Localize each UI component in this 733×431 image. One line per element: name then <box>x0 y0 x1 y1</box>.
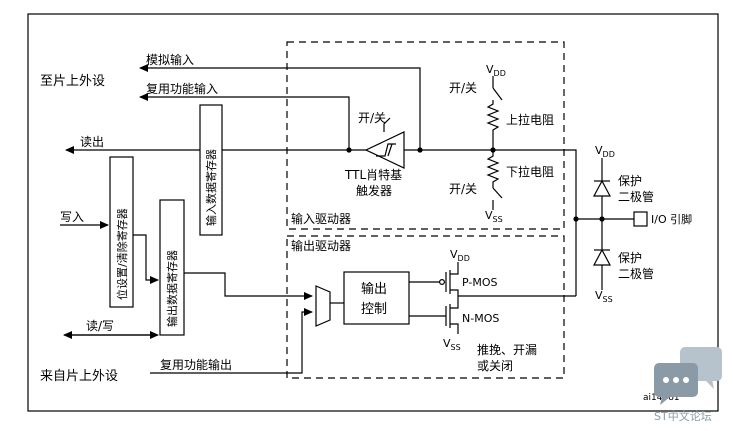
output-mux <box>315 285 331 327</box>
bsrr-register <box>109 156 134 308</box>
output-driver-box <box>286 235 565 379</box>
nmos-label: N-MOS <box>462 312 499 325</box>
nmos-drain <box>450 296 459 309</box>
pulldown-resistor <box>486 150 500 188</box>
analog-input-line <box>139 64 421 150</box>
watermark-text: ST中文论坛 <box>654 410 712 423</box>
outer-frame <box>27 13 719 412</box>
mode-label-2: 或关闭 <box>477 359 513 373</box>
figure-id-label: ai14781 <box>643 393 680 403</box>
schmitt-trigger <box>364 131 405 169</box>
alt-func-input-label: 复用功能输入 <box>146 81 218 96</box>
vss-label-diode: VSS <box>595 289 613 304</box>
junction-dot <box>599 216 605 222</box>
lower-diode-label-1: 保护 <box>618 251 642 265</box>
schmitt-label-line2: 触发器 <box>356 183 392 198</box>
alt-func-output-line <box>150 308 313 374</box>
from-peripheral-label: 来自片上外设 <box>40 369 118 384</box>
analog-input-label: 模拟输入 <box>146 52 194 67</box>
schmitt-label-line1: TTL肖特基 <box>344 167 402 182</box>
junction-dot <box>346 147 352 153</box>
io-pin-label: I/O 引脚 <box>651 212 692 226</box>
vdd-label-output: VDD <box>450 248 470 263</box>
pmos-label: P-MOS <box>462 276 498 289</box>
pullup-label: 上拉电阻 <box>506 112 554 127</box>
input-driver-box <box>286 41 565 230</box>
output-control-label-2: 控制 <box>361 302 387 317</box>
pmos-source <box>450 262 459 275</box>
idr-register <box>199 104 223 236</box>
vss-label-output: VSS <box>443 337 461 352</box>
output-control-box <box>343 271 410 325</box>
lower-protection-diode <box>593 248 611 266</box>
idr-label: 输入数据寄存器 <box>204 149 218 226</box>
pulldown-switch <box>492 187 503 199</box>
io-pin-square <box>633 211 648 227</box>
output-control-label-1: 输出 <box>361 281 387 297</box>
read-out-label: 读出 <box>80 135 104 149</box>
upper-protection-diode <box>593 179 611 197</box>
junction-dot <box>417 147 423 153</box>
upper-diode-label-2: 二极管 <box>618 189 654 204</box>
pulldown-switch-label: 开/关 <box>449 182 477 196</box>
vss-label-input: VSS <box>485 209 503 224</box>
schmitt-switch-label: 开/关 <box>358 111 386 125</box>
pullup-resistor <box>486 100 500 150</box>
junction-dot <box>573 216 579 222</box>
alt-func-output-label: 复用功能输出 <box>160 357 232 372</box>
forum-watermark: ST中文论坛 <box>652 345 724 423</box>
lower-diode-label-2: 二极管 <box>618 266 654 281</box>
input-driver-label: 输入驱动器 <box>291 211 351 226</box>
odr-to-mux-line <box>184 272 313 300</box>
write-in-label: 写入 <box>60 210 84 224</box>
nmos-source <box>450 323 459 334</box>
bsrr-to-odr-line <box>133 234 159 284</box>
upper-diode-label-1: 保护 <box>618 174 642 188</box>
schmitt-hysteresis-icon-2 <box>387 143 393 157</box>
schmitt-switch <box>383 117 391 132</box>
pin-input-line <box>400 149 577 296</box>
junction-dot <box>490 147 496 153</box>
odr-register <box>159 199 185 336</box>
vdd-label-diode: VDD <box>595 144 615 159</box>
pmos-drain <box>450 289 459 296</box>
to-peripheral-label: 至片上外设 <box>40 74 105 89</box>
pullup-switch <box>492 87 503 101</box>
chat-bubble-icon <box>654 347 722 405</box>
bsrr-label: 位设置/清除寄存器 <box>115 208 129 300</box>
pmos-gate-bubble <box>439 279 446 286</box>
odr-label: 输出数据寄存器 <box>165 250 179 327</box>
alt-func-input-line <box>139 93 350 150</box>
read-write-label: 读/写 <box>86 319 114 333</box>
pullup-switch-label: 开/关 <box>449 81 477 95</box>
pulldown-label: 下拉电阻 <box>506 164 554 179</box>
mode-label-1: 推挽、开漏 <box>477 343 537 357</box>
vdd-label-top: VDD <box>486 63 506 78</box>
output-driver-label: 输出驱动器 <box>291 238 351 253</box>
